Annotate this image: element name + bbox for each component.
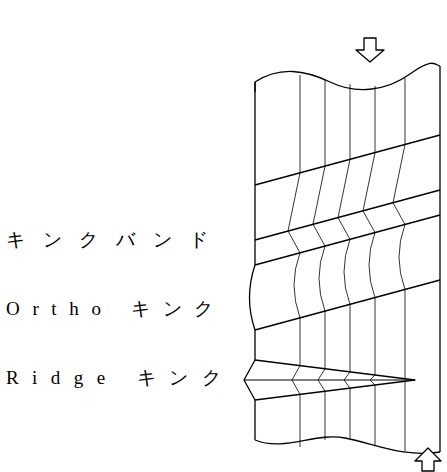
column-outline: [244, 82, 255, 440]
column-outline: [439, 66, 440, 452]
band-boundary: [255, 135, 440, 185]
load-arrow: [415, 448, 441, 471]
load-arrow: [356, 38, 384, 62]
fibres: [288, 75, 405, 451]
kink-boundary: [255, 215, 440, 265]
label-text: Ridge キンク: [6, 367, 234, 389]
bottom-surface: [255, 437, 440, 454]
ridge-line: [244, 380, 415, 381]
band-boundary: [255, 190, 440, 240]
label-text: キンクバンド: [6, 229, 226, 251]
top-surface: [255, 63, 440, 89]
kink-boundary: [255, 280, 440, 330]
label-text: Ortho キンク: [6, 298, 226, 320]
